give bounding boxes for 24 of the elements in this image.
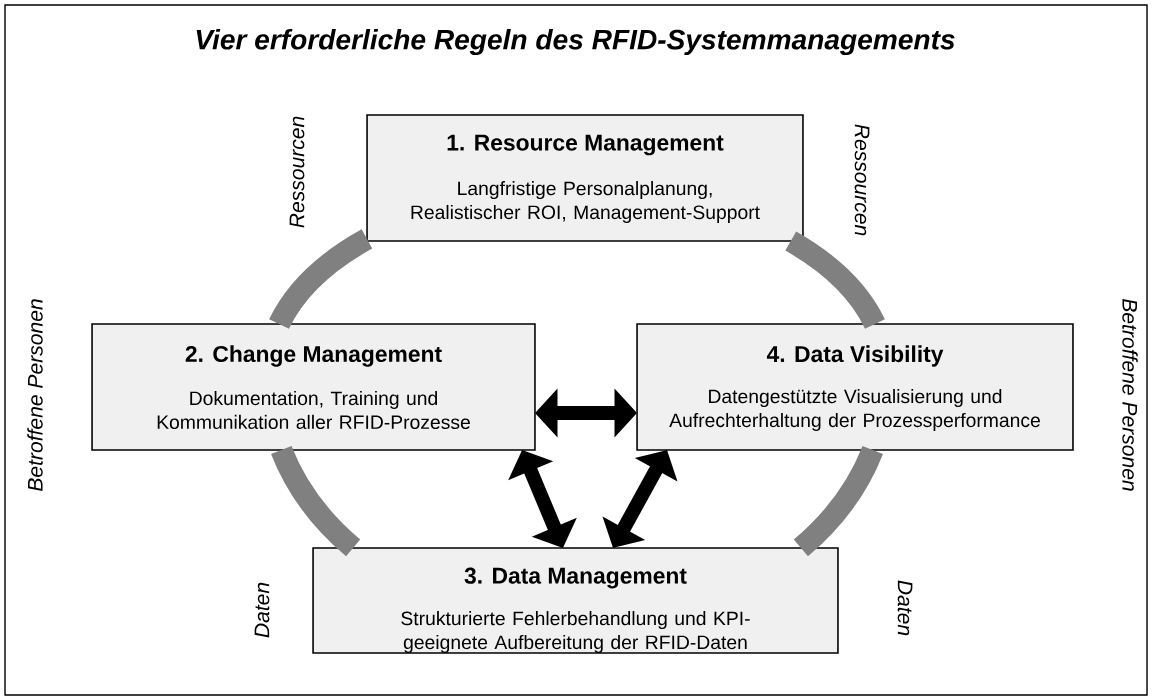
side-label: Daten xyxy=(254,582,270,638)
title: Vier erforderliche Regeln des RFID-Systemmanagements xyxy=(196,28,955,56)
double-arrow xyxy=(508,450,577,548)
box-heading: 4. Data Visibility xyxy=(766,345,944,367)
side-label: Betroffene Personen xyxy=(27,299,43,492)
box-heading: 2. Change Management xyxy=(185,345,442,367)
side-label: Betroffene Personen xyxy=(1122,298,1138,491)
ring-segment xyxy=(793,445,883,557)
process-box xyxy=(636,323,1074,451)
box-text: Dokumentation, Training und Kommunikation aller RFID-Prozesse xyxy=(157,390,470,430)
box-heading: 1. Resource Management xyxy=(447,134,724,156)
process-box xyxy=(91,323,536,451)
process-box xyxy=(366,114,804,242)
box-text: Langfristige Personalplanung, Realistischer ROI, Management-Support xyxy=(411,181,760,223)
ring-segment xyxy=(785,231,885,330)
side-label: Ressourcen xyxy=(289,116,305,228)
process-box xyxy=(312,547,839,654)
side-label: Daten xyxy=(897,580,913,636)
box-text: Strukturierte Fehlerbehandlung und KPI-geeignete Aufbereitung der RFID-Daten xyxy=(401,611,750,653)
ring-segment xyxy=(271,445,361,557)
ring-segment xyxy=(269,229,373,330)
box-text: Datengestützte Visualisierung und Aufrechterhaltung der Prozessperformance xyxy=(669,389,1040,431)
side-label: Ressourcen xyxy=(854,124,870,236)
box-heading: 3. Data Management xyxy=(464,567,687,589)
